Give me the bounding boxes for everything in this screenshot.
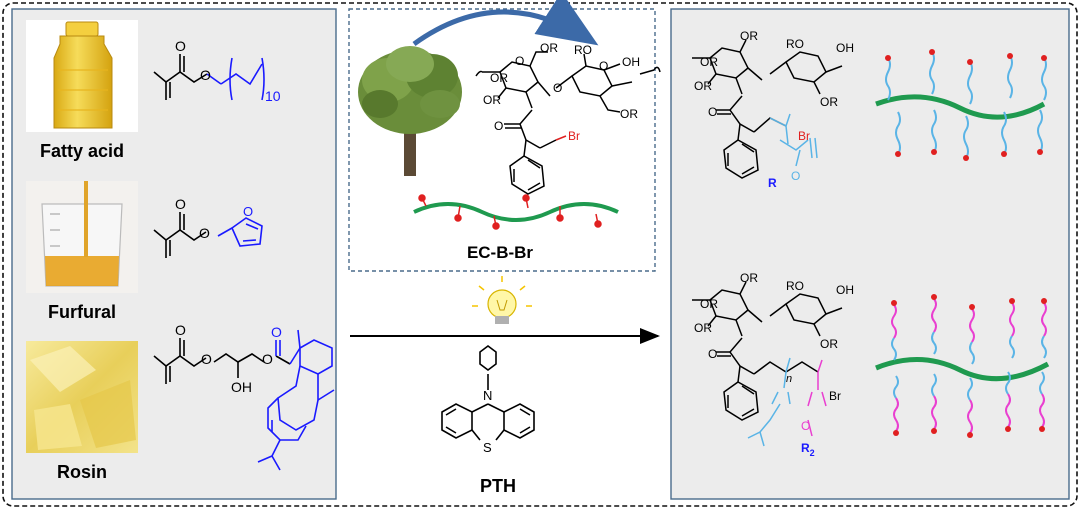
- p1-r-group: R: [768, 176, 777, 190]
- p2-repeat-n: n: [786, 373, 792, 385]
- chain-end-right: [653, 66, 661, 73]
- chain-end-left: [475, 70, 483, 77]
- macroinitiator-label: EC-B-Br: [467, 243, 533, 262]
- p1-oh: OH: [836, 41, 854, 55]
- carbonyl-o-2: O: [175, 196, 186, 212]
- product-2-first-block: [747, 357, 791, 447]
- p2-bromine: Br: [829, 389, 841, 403]
- product-1-graft: [769, 113, 818, 167]
- macroinitiator-chain: [413, 194, 619, 230]
- p2-ro: RO: [786, 279, 804, 293]
- ec-or-4: OR: [620, 107, 638, 121]
- light-bulb-icon: [472, 276, 532, 324]
- ec-ring-o-1: O: [515, 54, 524, 68]
- ec-ro: RO: [574, 43, 592, 57]
- ec-br-bond: [555, 135, 567, 141]
- furan-o: O: [243, 204, 253, 219]
- hydroxyl-label: OH: [231, 379, 252, 395]
- p1-bromine: Br: [798, 129, 810, 143]
- brush-2-cartoon: [875, 294, 1050, 438]
- furfural-photo: [26, 181, 138, 293]
- ec-ring-o-2: O: [599, 59, 608, 73]
- rosin-photo: [26, 341, 138, 453]
- ec-b-br-structure: [482, 51, 655, 195]
- ec-oh: OH: [622, 55, 640, 69]
- p1-or-2: OR: [700, 55, 718, 69]
- p2-carbonyl-o: O: [708, 347, 717, 361]
- catalyst-label: PTH: [480, 476, 516, 496]
- product-1-structure: [692, 39, 843, 179]
- p1-ester-o: O: [791, 169, 800, 183]
- repeat-count: 10: [265, 88, 281, 104]
- product-2-second-block: [807, 359, 827, 437]
- pth-structure: [441, 345, 535, 441]
- p2-oh: OH: [836, 283, 854, 297]
- p1-or-3: OR: [694, 79, 712, 93]
- pth-nitrogen: N: [483, 388, 492, 403]
- fatty-acid-photo: [26, 20, 138, 132]
- pth-sulfur: S: [483, 440, 492, 455]
- ec-bromine: Br: [568, 129, 580, 143]
- tree-icon: [358, 46, 462, 176]
- ec-glycosidic-o: O: [553, 81, 562, 95]
- ester-o: O: [200, 67, 211, 83]
- macroinitiator-box: [348, 8, 656, 272]
- p1-carbonyl-o: O: [708, 105, 717, 119]
- ester-o-3: O: [201, 351, 212, 367]
- rosin-label: Rosin: [57, 462, 107, 482]
- furfural-label: Furfural: [48, 302, 116, 322]
- p2-or-1: OR: [740, 271, 758, 285]
- ester-o-2: O: [199, 225, 210, 241]
- furfuryl-methacrylate-structure: [153, 212, 263, 258]
- ec-or-2: OR: [490, 71, 508, 85]
- ester-o-4: O: [262, 351, 273, 367]
- p1-or-4: OR: [820, 95, 838, 109]
- ec-or-1: OR: [540, 41, 558, 55]
- p2-r2-group: R2: [801, 441, 815, 458]
- ec-or-3: OR: [483, 93, 501, 107]
- rosin-methacrylate-structure: [153, 338, 291, 384]
- p2-or-4: OR: [820, 337, 838, 351]
- carbonyl-o: O: [175, 38, 186, 54]
- p1-or-1: OR: [740, 29, 758, 43]
- brush-1-cartoon: [875, 49, 1047, 161]
- p1-ro: RO: [786, 37, 804, 51]
- p2-or-2: OR: [700, 297, 718, 311]
- rosin-carbonyl-o: O: [271, 324, 282, 340]
- conversion-arrow: [412, 0, 599, 47]
- p2-ester-o: O: [801, 419, 810, 433]
- ec-carbonyl-o: O: [494, 119, 503, 133]
- lauryl-methacrylate-structure: [153, 54, 265, 101]
- abietic-ring-system: [257, 329, 335, 471]
- product-2-structure: [692, 281, 843, 421]
- p2-or-3: OR: [694, 321, 712, 335]
- carbonyl-o-3: O: [175, 322, 186, 338]
- fatty-acid-label: Fatty acid: [40, 141, 124, 161]
